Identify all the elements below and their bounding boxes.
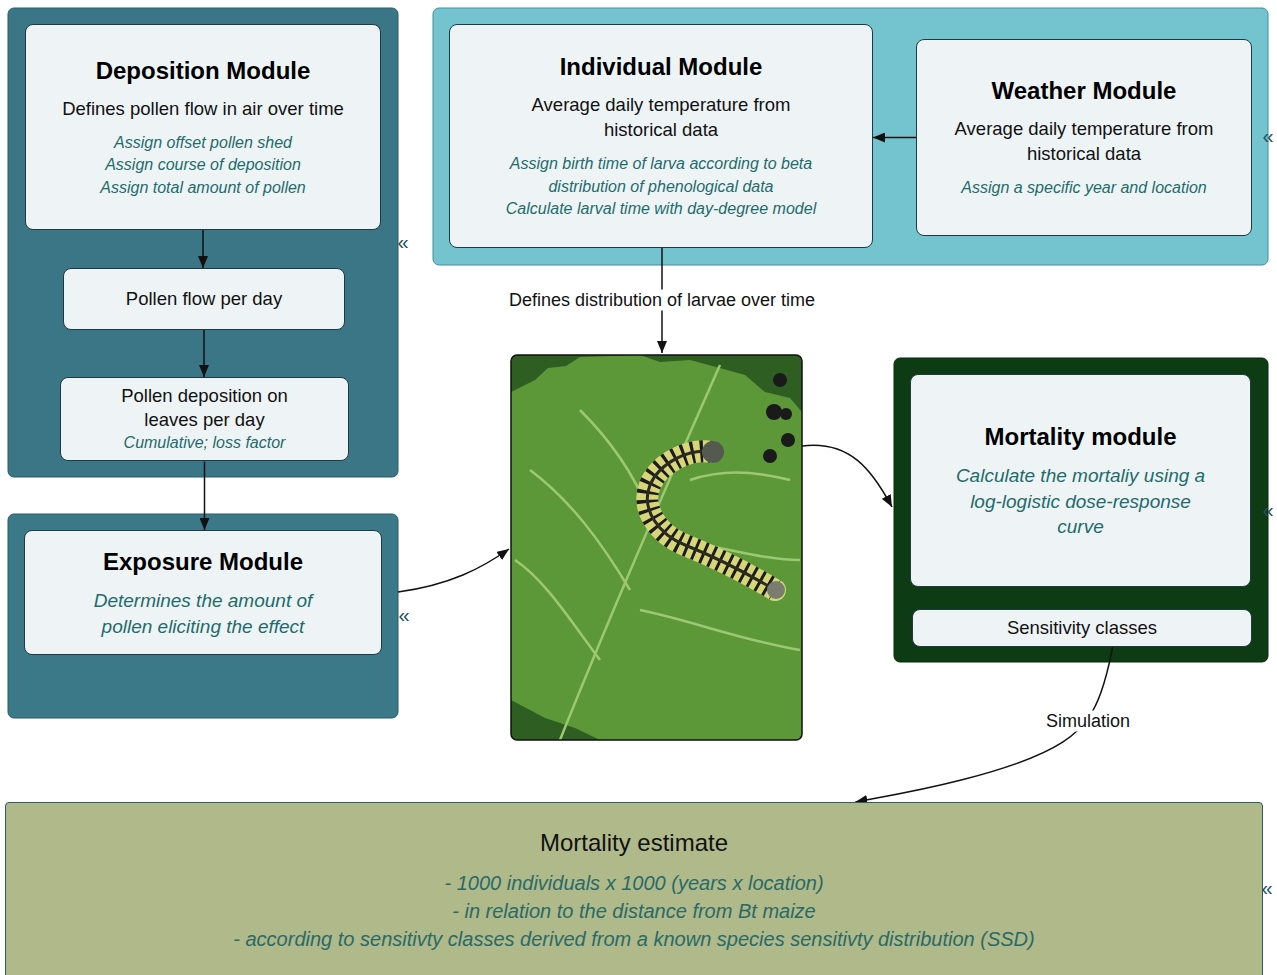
result-panel: Mortality estimate - 1000 individuals x 1… — [5, 802, 1263, 975]
module-title: Individual Module — [560, 53, 763, 81]
module-panel — [8, 514, 398, 718]
node-text: Calculate larval time with day-degree mo… — [506, 198, 816, 220]
collapse-icon: « — [397, 231, 408, 254]
module-box: Mortality moduleCalculate the mortaliy u… — [910, 374, 1251, 587]
module-panel — [8, 8, 398, 477]
node-text: Calculate the mortaliy using a log-logis… — [950, 463, 1212, 540]
arrow-line — [398, 549, 509, 592]
node-text: Sensitivity classes — [1007, 616, 1157, 640]
module-panel — [433, 8, 1268, 265]
module-title: Exposure Module — [103, 548, 303, 576]
node-text: Pollen deposition on leaves per day — [110, 384, 300, 432]
edge-label: Simulation — [1042, 711, 1134, 732]
module-box: Exposure ModuleDetermines the amount of … — [24, 530, 382, 655]
node-text: - in relation to the distance from Bt ma… — [452, 897, 816, 925]
process-box: Pollen flow per day — [63, 268, 345, 330]
module-panel — [894, 358, 1268, 662]
connector-arrow — [203, 330, 205, 377]
node-text: Assign birth time of larva according to … — [501, 153, 821, 198]
photo-background — [511, 355, 802, 740]
node-text: Determines the amount of pollen elicitin… — [73, 588, 333, 639]
module-box: Weather ModuleAverage daily temperature … — [916, 39, 1252, 236]
leaf — [511, 355, 802, 740]
collapse-icon: « — [1262, 125, 1273, 148]
collapse-icon: « — [1262, 499, 1273, 522]
node-text: Pollen flow per day — [126, 287, 282, 311]
node-text: Average daily temperature from historica… — [531, 93, 791, 143]
module-title: Mortality estimate — [540, 829, 728, 857]
module-title: Deposition Module — [96, 57, 311, 85]
collapse-icon: « — [1261, 877, 1272, 900]
connector-arrow — [204, 461, 206, 530]
node-text: Average daily temperature from historica… — [954, 117, 1214, 167]
arrow-label: Defines distribution of larvae over time — [505, 290, 819, 311]
node-text: Defines pollen flow in air over time — [62, 97, 344, 122]
photo-frame — [511, 355, 802, 740]
node-text: - 1000 individuals x 1000 (years x locat… — [444, 869, 823, 897]
node-text: Assign total amount of pollen — [100, 177, 305, 199]
frass-dots — [763, 373, 795, 463]
module-box: Deposition ModuleDefines pollen flow in … — [25, 24, 381, 230]
process-box: Sensitivity classes — [912, 609, 1252, 647]
node-text: Assign course of deposition — [105, 154, 301, 176]
caterpillar — [647, 441, 785, 599]
node-text: - according to sensitivty classes derive… — [233, 925, 1034, 953]
module-box: Individual ModuleAverage daily temperatu… — [449, 24, 873, 248]
module-title: Weather Module — [992, 77, 1177, 105]
caterpillar-photo — [511, 355, 802, 740]
process-box: Pollen deposition on leaves per dayCumul… — [60, 377, 349, 461]
node-text: Cumulative; loss factor — [124, 432, 286, 454]
connector-arrow — [873, 137, 916, 139]
connector-arrow — [202, 230, 204, 268]
arrow-line — [802, 445, 892, 507]
node-text: Assign offset pollen shed — [114, 132, 292, 154]
module-title: Mortality module — [984, 423, 1176, 451]
leaf-veins — [515, 365, 800, 740]
node-text: Assign a specific year and location — [961, 177, 1206, 199]
collapse-icon: « — [398, 604, 409, 627]
